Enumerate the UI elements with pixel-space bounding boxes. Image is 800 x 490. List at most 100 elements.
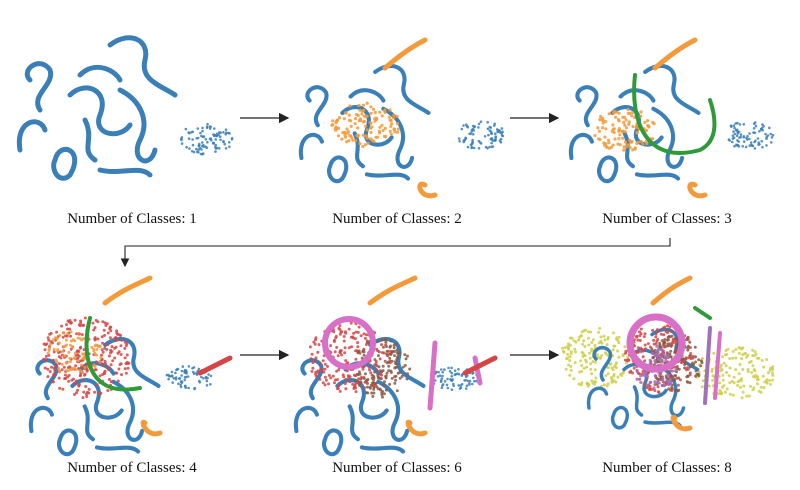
caption-classes-3: Number of Classes: 3 [602,211,732,227]
blue-strand [376,379,410,442]
orange-point-cluster [593,107,656,152]
blue-strand [575,85,599,128]
orange-strand [367,275,418,306]
blue-strand-group [94,445,141,454]
blue-strand-group [117,87,158,164]
blue-strand [381,106,415,169]
blue-strand-group [381,106,415,169]
blue-strand [322,428,344,457]
blue-strand [25,61,54,113]
blue-strand-group [293,405,319,434]
blue-strand-group [597,155,619,184]
blue-strand [97,167,153,178]
blue-strand [348,88,386,103]
caption-classes-1: Number of Classes: 1 [67,211,197,227]
pink-ring [626,313,686,373]
blue-strand [618,88,656,103]
caption-classes-4: Number of Classes: 4 [67,460,197,476]
blue-strand-group [35,358,59,401]
blue-strand-group [322,428,344,457]
caption-classes-2: Number of Classes: 2 [332,211,462,227]
blue-strand [335,378,389,420]
blue-strand-group [622,131,635,169]
blue-point-cluster [180,122,234,156]
blue-strand-group [575,85,599,128]
blue-strand-group [67,85,133,137]
green-strand [632,73,717,155]
blue-strand-group [107,35,178,98]
blue-strand [632,385,644,417]
blue-strand-group [97,167,153,178]
panel-classes-3 [568,37,775,199]
blue-strand-group [632,385,644,417]
panel-classes-2 [298,37,505,199]
blue-strand [592,345,613,382]
blue-strand [117,87,158,164]
blue-strand [298,132,324,161]
blue-strand-group [348,88,386,103]
blue-strand-group [618,88,656,103]
blue-strand-group [347,404,360,442]
blue-strand-group [657,364,686,418]
blue-strand-group [373,64,431,115]
orange-strand [417,181,438,199]
red-strand [462,355,498,376]
blue-strand [77,64,123,83]
blue-strand-group [82,404,95,442]
pink-strand [427,340,438,411]
pink-strand [713,331,722,400]
panel-classes-8 [561,275,775,432]
pink-strand [472,355,483,386]
blue-strand-group [16,119,48,153]
blue-point-cluster [457,120,505,150]
orange-strand [650,275,693,306]
blue-strand [327,155,349,184]
blue-strand [586,386,609,410]
blue-strand-group [51,146,78,181]
blue-strand [70,378,124,420]
blue-strand-group [651,106,685,169]
blue-strand [293,405,319,434]
blue-strand [16,119,48,153]
orange-point-cluster [330,101,401,149]
blue-strand-group [28,405,54,434]
purple-strand [703,326,712,405]
blue-strand-group [586,386,609,410]
orange-strand [102,275,153,306]
blue-strand [300,358,324,401]
blue-strand-group [592,345,613,382]
panel-classes-4 [28,275,233,457]
orange-strand [652,37,698,71]
blue-strand [651,106,685,169]
blue-strand [373,64,431,115]
blue-strand-group [643,64,701,115]
arrow-3-to-4 [120,238,671,268]
blue-strand [35,358,59,401]
blue-strand [364,172,411,181]
blue-strand [82,117,98,163]
blue-strand-group [352,131,365,169]
caption-classes-8: Number of Classes: 8 [602,460,732,476]
panel-classes-6 [293,275,498,457]
blue-strand-group [335,378,389,420]
orange-strand [687,181,708,199]
blue-strand [82,404,95,442]
orange-strand [140,419,163,437]
blue-strand-group [364,172,411,181]
blue-strand-group [359,445,406,454]
blue-strand [107,35,178,98]
blue-strand [305,85,329,128]
caption-classes-6: Number of Classes: 6 [332,460,462,476]
blue-strand [359,445,406,454]
blue-strand-group [300,358,324,401]
blue-strand [622,131,635,169]
blue-strand-group [305,85,329,128]
pink-ring [322,316,376,370]
green-strand [693,306,712,320]
blue-strand [634,172,681,181]
blue-strand-group [298,132,324,161]
blue-strand-group [77,64,123,83]
blue-strand-group [82,117,98,163]
red-strand [197,355,233,376]
